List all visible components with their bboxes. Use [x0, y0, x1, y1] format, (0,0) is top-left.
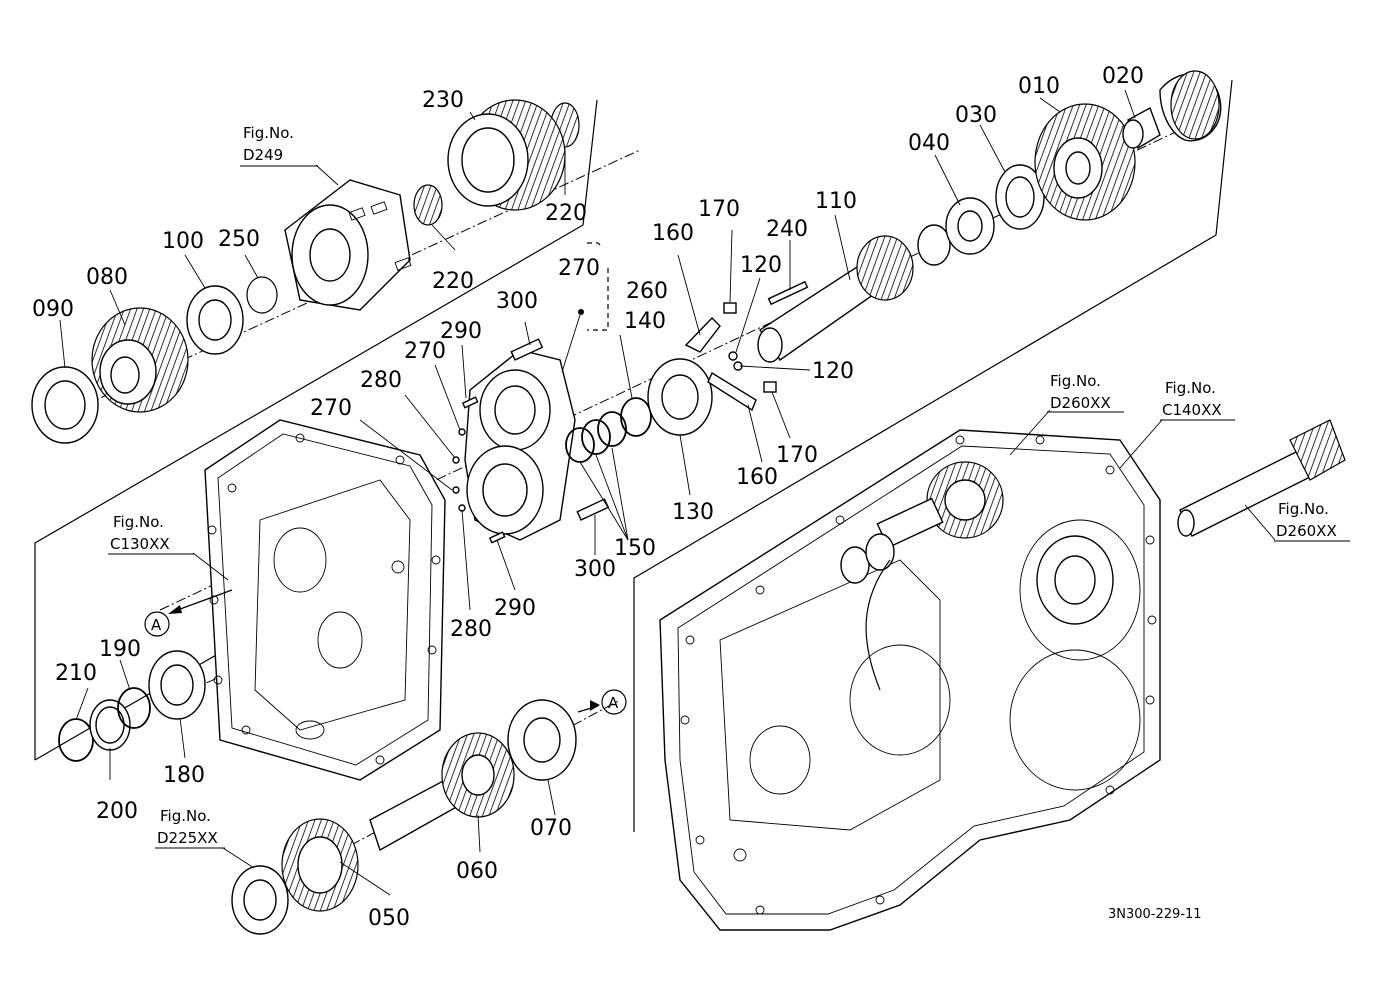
label-100: 100: [162, 229, 204, 254]
label-220-upper: 220: [545, 201, 587, 226]
marker-a-left: A: [144, 611, 170, 637]
fig-ref-d225[interactable]: Fig.No. D225XX: [155, 807, 225, 849]
part-labels: 090 080 100 250 220 220 230 270 260 300 …: [32, 64, 1144, 931]
fig-ref-c140-prefix: Fig.No.: [1165, 379, 1216, 397]
drawing-code: 3N300-229-11: [1108, 907, 1202, 922]
label-200: 200: [96, 799, 138, 824]
label-170-lower: 170: [776, 443, 818, 468]
parts-lower-left: [58, 650, 206, 762]
fig-ref-c140[interactable]: Fig.No. C140XX: [1160, 379, 1235, 421]
leader-lines: [59, 89, 1276, 896]
label-300-lower: 300: [574, 557, 616, 582]
label-290-lower: 290: [494, 596, 536, 621]
figure-references: Fig.No. D249 Fig.No. C130XX Fig.No. D225…: [108, 124, 1350, 849]
label-190: 190: [99, 637, 141, 662]
circle-markers: A A: [144, 611, 627, 715]
label-280-upper: 280: [360, 368, 402, 393]
label-060: 060: [456, 859, 498, 884]
label-040: 040: [908, 131, 950, 156]
label-220-lower: 220: [432, 269, 474, 294]
label-270-middle: 270: [404, 339, 446, 364]
fig-ref-d249[interactable]: Fig.No. D249: [240, 124, 318, 167]
fig-ref-c130-prefix: Fig.No.: [113, 513, 164, 531]
fig-ref-c130[interactable]: Fig.No. C130XX: [108, 513, 194, 555]
label-300-upper: 300: [496, 289, 538, 314]
label-130: 130: [672, 500, 714, 525]
label-120-lower: 120: [812, 359, 854, 384]
label-080: 080: [86, 265, 128, 290]
label-270-bracket: 270: [558, 256, 600, 281]
label-260: 260: [626, 279, 668, 304]
left-housing: [204, 419, 446, 781]
marker-arrows: [168, 589, 600, 713]
label-120-upper: 120: [740, 253, 782, 278]
label-170-upper: 170: [698, 197, 740, 222]
label-010: 010: [1018, 74, 1060, 99]
label-250: 250: [218, 227, 260, 252]
label-270-lower: 270: [310, 396, 352, 421]
label-160-upper: 160: [652, 221, 694, 246]
fig-ref-c130-code: C130XX: [110, 535, 170, 553]
parts-center-seals: [565, 302, 777, 463]
label-210: 210: [55, 661, 97, 686]
label-070: 070: [530, 816, 572, 841]
parts-pinion-shaft: [1177, 419, 1346, 537]
label-150: 150: [614, 536, 656, 561]
fig-ref-d260-center[interactable]: Fig.No. D260XX: [1047, 372, 1124, 413]
fig-ref-d260-center-code: D260XX: [1050, 394, 1111, 412]
fig-ref-d260-right-prefix: Fig.No.: [1278, 500, 1329, 518]
fig-ref-d249-code: D249: [243, 146, 283, 164]
label-290-upper: 290: [440, 319, 482, 344]
label-090: 090: [32, 297, 74, 322]
label-050: 050: [368, 906, 410, 931]
fig-ref-d260-right[interactable]: Fig.No. D260XX: [1274, 500, 1350, 542]
fig-ref-d225-prefix: Fig.No.: [160, 807, 211, 825]
parts-middle-cover: [452, 309, 610, 544]
fig-ref-d260-right-code: D260XX: [1276, 522, 1337, 540]
label-020: 020: [1102, 64, 1144, 89]
parts-lower-center: [231, 699, 577, 935]
parts-upper-left: [31, 99, 580, 444]
label-240: 240: [766, 217, 808, 242]
label-180: 180: [163, 763, 205, 788]
marker-a-left-letter: A: [151, 616, 162, 634]
fig-ref-d260-center-prefix: Fig.No.: [1050, 372, 1101, 390]
label-160-lower: 160: [736, 465, 778, 490]
marker-a-right: A: [601, 689, 627, 715]
parts-upper-right: [757, 70, 1222, 363]
fig-ref-d249-prefix: Fig.No.: [243, 124, 294, 142]
label-110: 110: [815, 189, 857, 214]
right-housing: [659, 429, 1161, 931]
label-280-lower: 280: [450, 617, 492, 642]
fig-ref-c140-code: C140XX: [1162, 401, 1222, 419]
label-030: 030: [955, 103, 997, 128]
label-230: 230: [422, 88, 464, 113]
marker-a-right-letter: A: [608, 694, 619, 712]
fig-ref-d225-code: D225XX: [157, 829, 218, 847]
label-140: 140: [624, 309, 666, 334]
